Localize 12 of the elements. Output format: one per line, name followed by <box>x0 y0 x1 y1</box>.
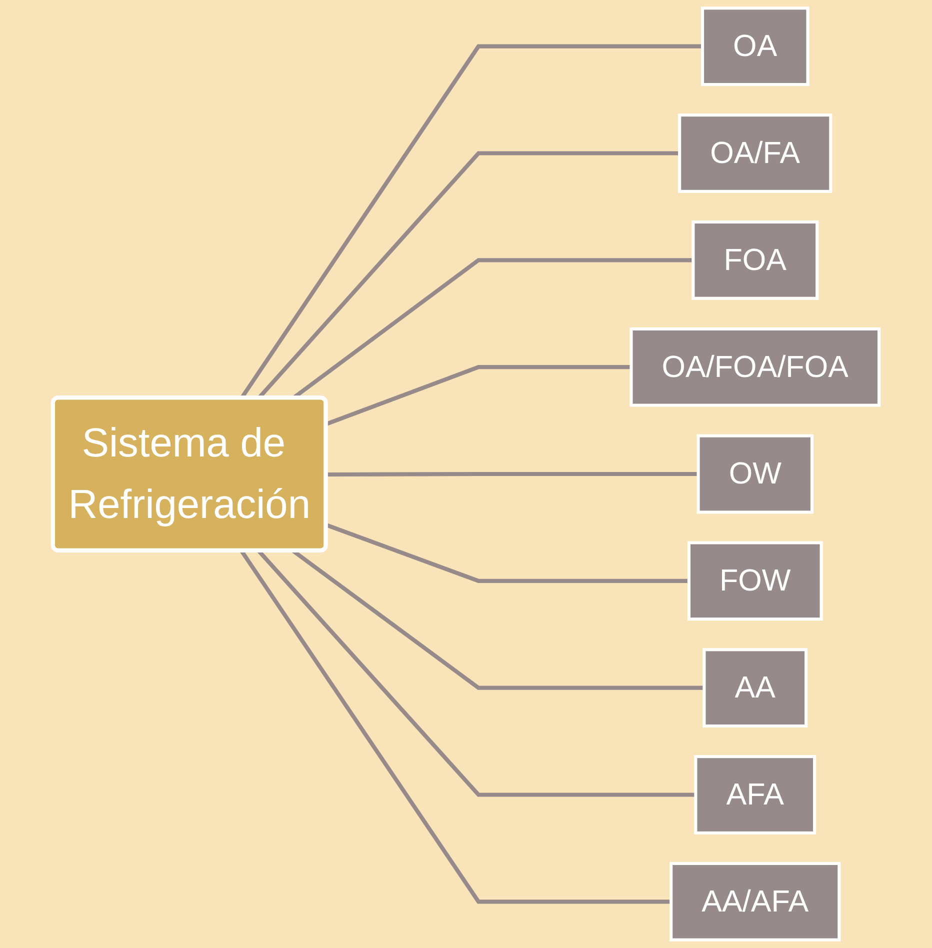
node-box: OA <box>700 6 810 86</box>
node-box: AFA <box>694 755 816 834</box>
connector <box>326 523 689 583</box>
connector <box>326 365 632 426</box>
node-box: FOA <box>692 220 819 300</box>
node-box: AA/AFA <box>670 862 841 942</box>
node-box: FOW <box>687 541 823 621</box>
node-box: AA <box>702 648 808 728</box>
node-box: OA/FOA/FOA <box>630 327 881 407</box>
connector <box>326 472 698 477</box>
node-box: OA/FA <box>678 114 832 193</box>
node-box: OW <box>696 434 814 514</box>
